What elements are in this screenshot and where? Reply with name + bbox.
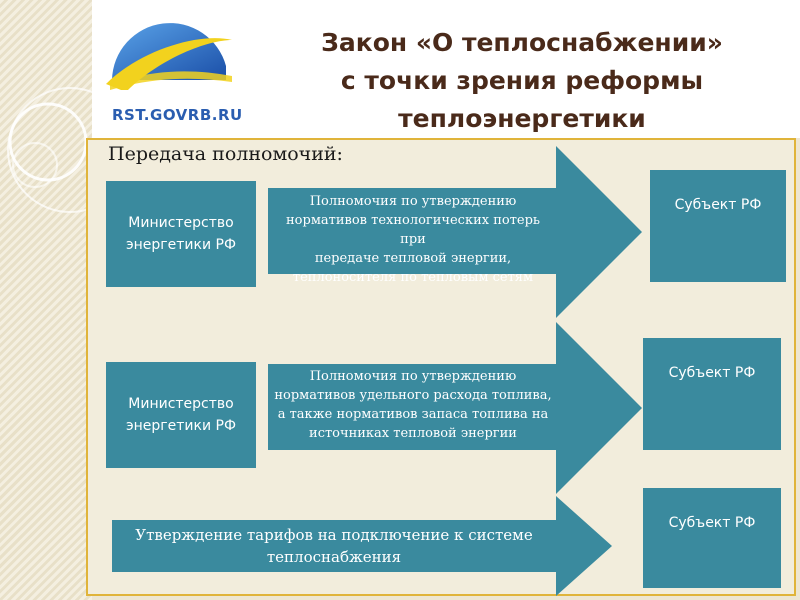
arrow-text-line: Полномочия по утверждению bbox=[309, 369, 517, 384]
title-line: с точки зрения реформы bbox=[340, 66, 704, 95]
subject-box: Субъект РФ bbox=[643, 338, 781, 450]
arrow-shape-2 bbox=[268, 322, 642, 494]
title-line: теплоэнергетики bbox=[398, 104, 646, 133]
arrow-text-line: передаче тепловой энергии, bbox=[314, 251, 512, 266]
arrow-text-line: Утверждение тарифов на подключение к сис… bbox=[135, 526, 533, 544]
section-heading: Передача полномочий: bbox=[108, 143, 343, 165]
ministry-label-line: Министерство bbox=[128, 215, 234, 231]
arrow-text-2: Полномочия по утверждению нормативов уде… bbox=[272, 367, 554, 443]
arrow-text-line: нормативов технологических потерь при bbox=[286, 213, 540, 247]
title-line: Закон «О теплоснабжении» bbox=[321, 28, 723, 57]
subject-label: Субъект РФ bbox=[668, 515, 756, 531]
arrow-text-1: Полномочия по утверждению нормативов тех… bbox=[272, 192, 554, 287]
globe-logo-icon bbox=[100, 23, 232, 102]
ministry-box: Министерство энергетики РФ bbox=[106, 181, 256, 287]
subject-box: Субъект РФ bbox=[650, 170, 786, 282]
arrow-text-line: теплоносителя по тепловым сетям bbox=[292, 270, 534, 285]
ministry-label-line: энергетики РФ bbox=[125, 418, 237, 434]
arrow-text-line: источниках тепловой энергии bbox=[309, 426, 517, 441]
arrow-text-line: Полномочия по утверждению bbox=[309, 194, 517, 209]
arrow-shape-3 bbox=[112, 496, 612, 596]
ministry-label-line: Министерство bbox=[128, 396, 234, 412]
logo-text: RST.GOVRB.RU bbox=[112, 106, 243, 124]
subject-label: Субъект РФ bbox=[674, 197, 762, 213]
subject-box: Субъект РФ bbox=[643, 488, 781, 588]
arrow-text-line: нормативов удельного расхода топлива, bbox=[274, 388, 552, 403]
arrow-text-line: а также нормативов запаса топлива на bbox=[277, 407, 549, 422]
background-stripes bbox=[0, 0, 92, 600]
page-title: Закон «О теплоснабжении» с точки зрения … bbox=[272, 24, 772, 138]
arrow-shape-1 bbox=[268, 146, 642, 318]
arrow-text-3: Утверждение тарифов на подключение к сис… bbox=[116, 524, 552, 568]
ministry-label-line: энергетики РФ bbox=[125, 237, 237, 253]
ministry-box: Министерство энергетики РФ bbox=[106, 362, 256, 468]
arrow-text-line: теплоснабжения bbox=[266, 548, 402, 566]
subject-label: Субъект РФ bbox=[668, 365, 756, 381]
